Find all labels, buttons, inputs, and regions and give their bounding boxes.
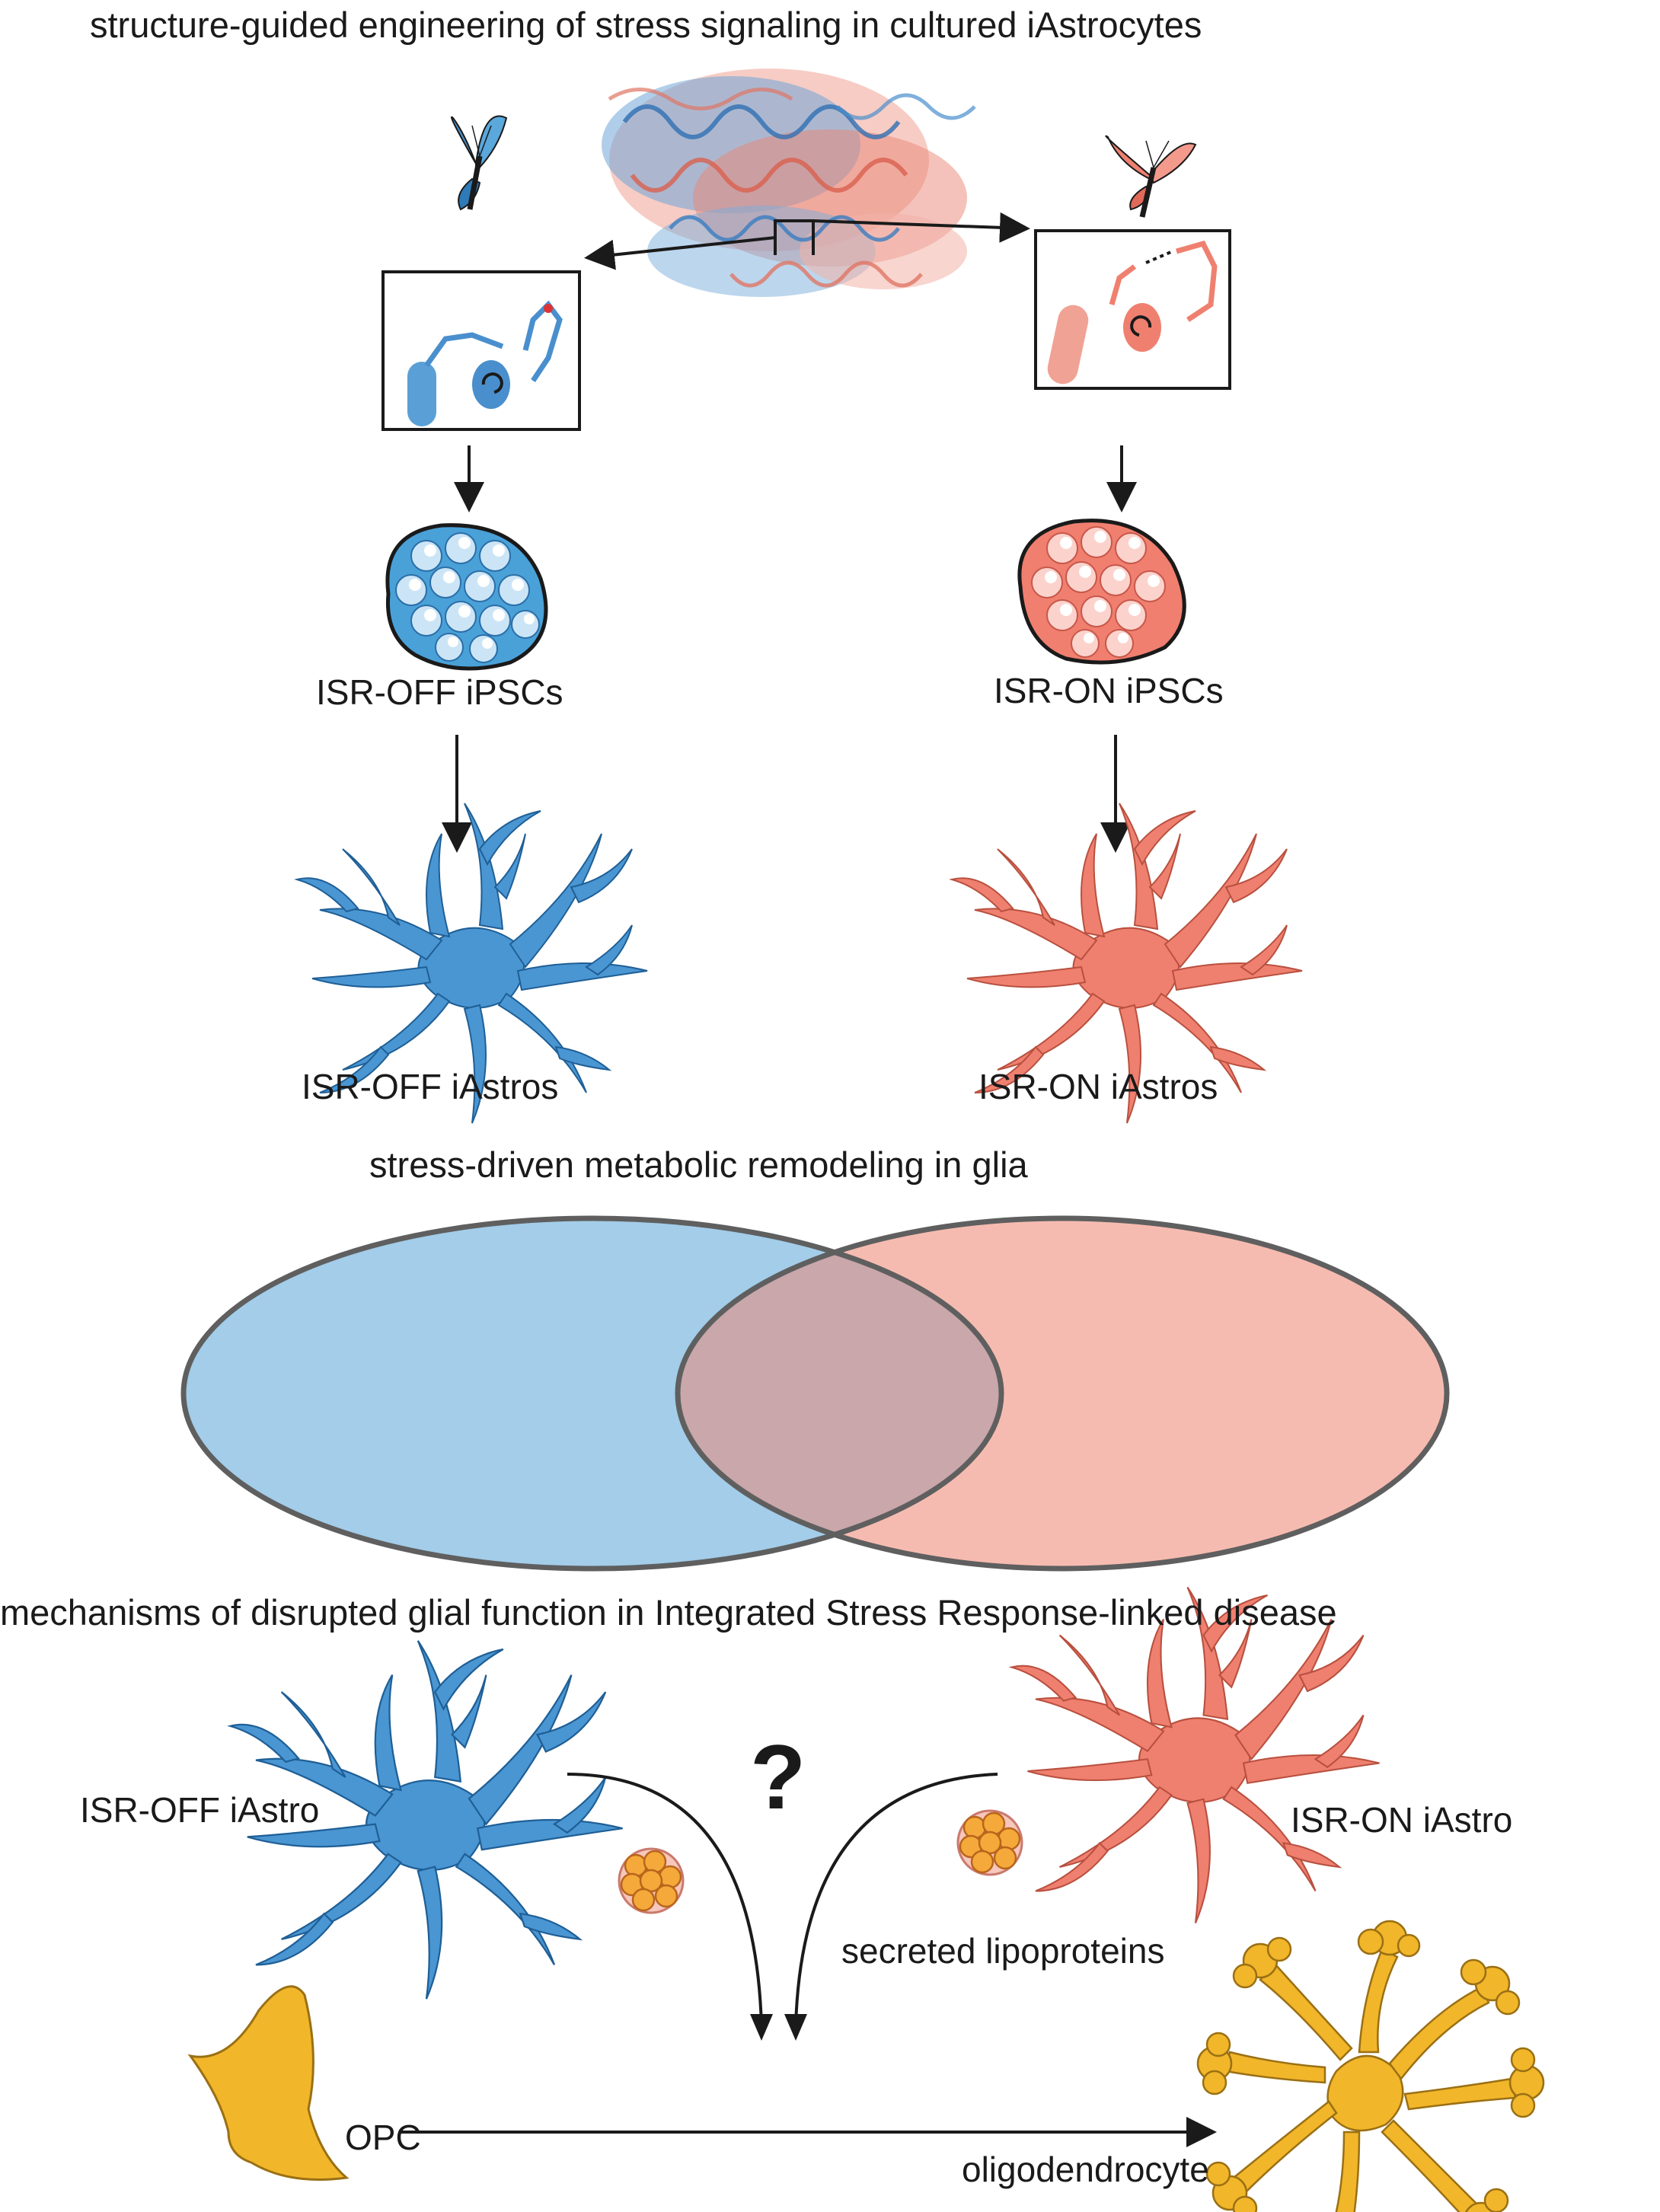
zoom-arrow-left: [584, 236, 776, 270]
zoom-arrow-right: [812, 212, 1030, 243]
label-isr-off-ipscs: ISR-OFF iPSCs: [316, 672, 563, 712]
oligodendrocyte-icon: [1196, 1920, 1545, 2212]
lipoprotein-icon: [618, 1847, 685, 1914]
label-isr-on-ipscs: ISR-ON iPSCs: [994, 671, 1224, 710]
label-isr-on-iastros: ISR-ON iAstros: [978, 1067, 1218, 1106]
isr-off-structure-zoom: [381, 270, 581, 431]
label-isr-off-iastros: ISR-OFF iAstros: [302, 1067, 559, 1106]
title-top: structure-guided engineering of stress s…: [90, 5, 1202, 45]
protein-structure-icon: [602, 69, 976, 297]
cell-colony-icon: [1017, 519, 1186, 665]
label-opc: OPC: [345, 2118, 421, 2157]
label-oligodendrocyte: oligodendrocyte: [962, 2150, 1209, 2189]
butterfly-icon: [1105, 135, 1197, 218]
venn-diagram: [180, 1215, 1450, 1572]
isr-on-structure-zoom: [1034, 229, 1231, 390]
butterfly-icon: [451, 115, 508, 211]
arrow-on-secretion: [794, 1773, 998, 2026]
label-isr-off-iastro: ISR-OFF iAstro: [80, 1790, 320, 1830]
opc-icon: [187, 1985, 350, 2181]
astrocyte-icon: [1010, 1586, 1381, 1924]
venn-overlap: [678, 1218, 1001, 1569]
title-middle: stress-driven metabolic remodeling in gl…: [369, 1144, 1028, 1185]
cell-colony-icon: [385, 523, 548, 671]
arrow-off-secretion: [567, 1773, 763, 2026]
label-secreted-lipoproteins: secreted lipoproteins: [841, 1931, 1165, 1971]
lipoprotein-icon: [956, 1809, 1023, 1876]
question-mark: ?: [750, 1726, 806, 1828]
label-isr-on-iastro: ISR-ON iAstro: [1291, 1800, 1513, 1840]
title-bottom: mechanisms of disrupted glial function i…: [0, 1592, 1337, 1633]
